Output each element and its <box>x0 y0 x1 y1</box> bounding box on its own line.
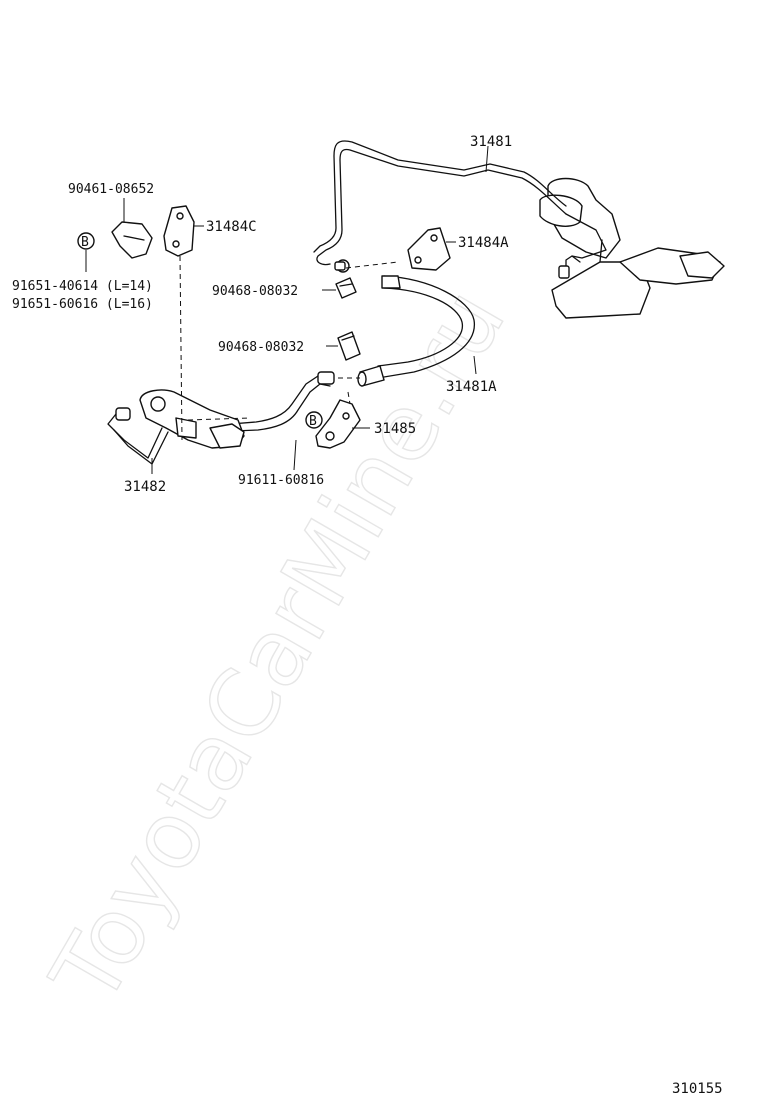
pipe-lower <box>107 371 335 465</box>
clip-90468-lower <box>337 331 361 361</box>
flex-hose-31481A <box>357 275 475 387</box>
callout-91651-40614: 91651-40614 (L=14) <box>12 279 153 294</box>
callout-31481: 31481 <box>470 134 512 150</box>
callout-31481A: 31481A <box>446 379 497 395</box>
assembly-line-d <box>179 255 183 441</box>
callout-31485: 31485 <box>374 421 416 437</box>
bolt-91611: B <box>305 411 323 429</box>
leader-31481A <box>473 355 477 375</box>
clip-90461 <box>111 221 153 259</box>
clutch-master-cylinder <box>539 177 725 319</box>
callout-31484C: 31484C <box>206 219 257 235</box>
release-cylinder-31482 <box>139 389 245 449</box>
leader-91611 <box>293 439 297 471</box>
clip-90468-upper <box>335 277 357 299</box>
callout-31482: 31482 <box>124 479 166 495</box>
bolt-badge-91651: B <box>81 235 89 250</box>
bracket-31484C <box>163 205 195 257</box>
bracket-31484A <box>407 227 451 271</box>
callout-31484A: 31484A <box>458 235 509 251</box>
callout-91651-60616: 91651-60616 (L=16) <box>12 297 153 312</box>
bolt-91651: B <box>77 232 95 250</box>
bracket-31485 <box>315 399 361 449</box>
assembly-line-a <box>345 261 399 269</box>
callout-90468-08032-lower: 90468-08032 <box>218 340 304 355</box>
assembly-line-c <box>347 391 351 405</box>
callout-90461-08652: 90461-08652 <box>68 182 154 197</box>
bolt-badge-91611: B <box>309 414 317 429</box>
callout-91611-60816: 91611-60816 <box>238 473 324 488</box>
pipe-31481 <box>313 140 607 273</box>
assembly-line-e <box>187 417 251 421</box>
leader-31481 <box>485 145 489 173</box>
callout-90468-08032-upper: 90468-08032 <box>212 284 298 299</box>
diagram-number: 310155 <box>672 1081 723 1097</box>
